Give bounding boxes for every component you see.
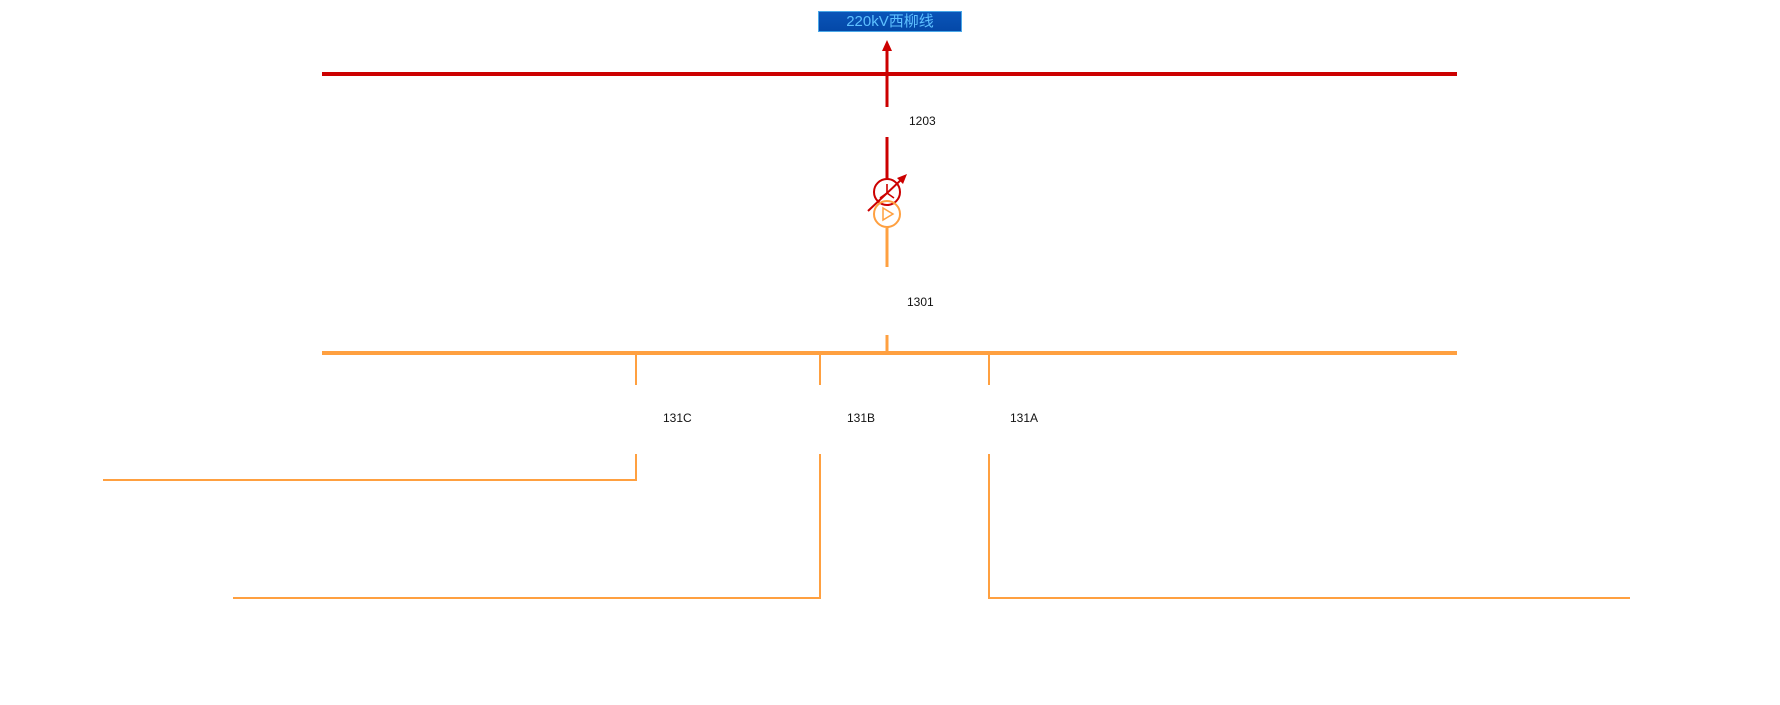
feeder-131B-label[interactable]: 131B xyxy=(847,411,876,425)
delta-symbol xyxy=(882,206,895,222)
arrow-up-icon xyxy=(882,40,892,51)
switch-1301-label[interactable]: 1301 xyxy=(907,295,934,309)
feeder-131B-line-out[interactable] xyxy=(233,454,821,599)
tap-changer-arrow xyxy=(867,177,904,212)
feeder-131A-line-out[interactable] xyxy=(988,454,1630,599)
switch-1203-label[interactable]: 1203 xyxy=(909,114,936,128)
transformer-hv-winding[interactable] xyxy=(873,178,901,206)
feeder-131C-line-out[interactable] xyxy=(103,454,637,481)
transformer-lv-winding[interactable] xyxy=(873,200,901,228)
feeder-131A-label[interactable]: 131A xyxy=(1010,411,1039,425)
tap-arrowhead xyxy=(897,174,907,184)
wye-symbol xyxy=(879,184,895,199)
line-label-box[interactable]: 220kV西柳线 xyxy=(818,11,962,32)
feeder-131C-label[interactable]: 131C xyxy=(663,411,692,425)
